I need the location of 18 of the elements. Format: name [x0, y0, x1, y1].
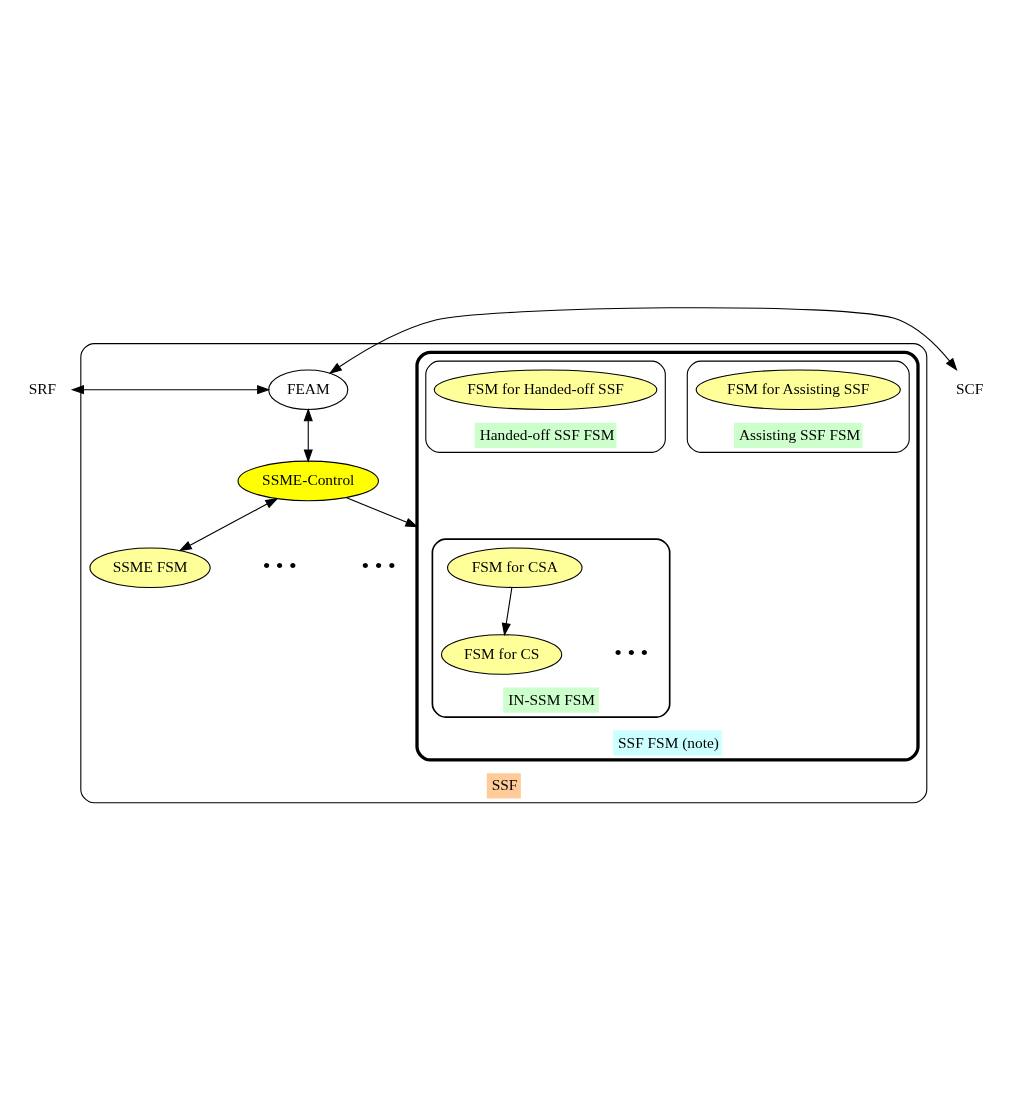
- node-ellipse: FSM for Assisting SSF: [695, 368, 901, 410]
- node-ellipse: FSM for Handed-off SSF: [433, 368, 658, 410]
- arrow: [501, 586, 513, 636]
- node-ellipse: SSME-Control: [237, 460, 379, 501]
- label: • • •: [262, 552, 297, 578]
- node-text: SCF: [955, 379, 984, 397]
- arrow: [70, 384, 271, 394]
- arrow: [303, 407, 313, 463]
- node-ellipse: FEAM: [268, 368, 349, 410]
- node-ellipse: FSM for CS: [440, 633, 563, 675]
- label: • • •: [614, 639, 649, 665]
- arrow: [346, 496, 419, 527]
- node-text: SRF: [28, 379, 57, 397]
- arrow: [328, 306, 958, 374]
- node-ellipse: SSME FSM: [89, 546, 211, 588]
- node-ellipse: FSM for CSA: [447, 546, 583, 588]
- arrow: [178, 497, 279, 551]
- label: • • •: [361, 552, 396, 578]
